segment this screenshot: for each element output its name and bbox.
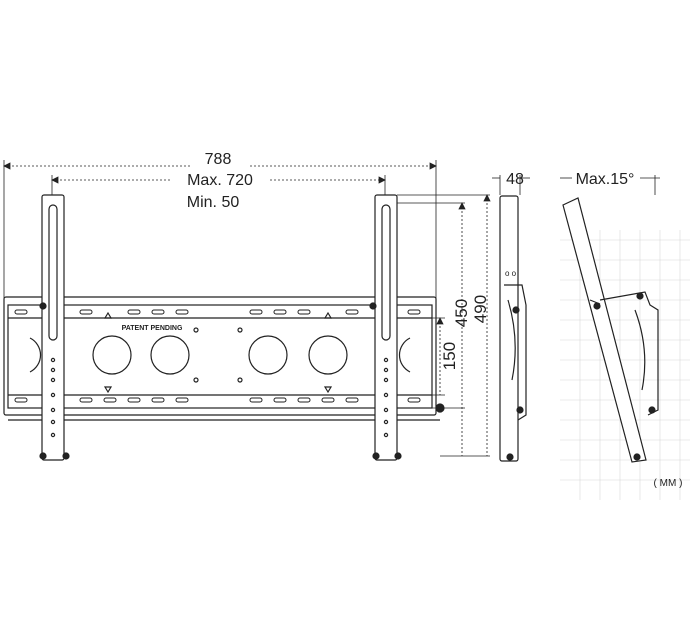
plate-label: PATENT PENDING [122,325,183,332]
wall-plate [3,296,440,421]
hole-offset-label: 150 [440,342,459,370]
svg-text:o o: o o [505,269,517,278]
left-vertical-arm [39,194,70,461]
depth-label: 48 [506,171,524,188]
side-view: o o [492,175,530,462]
tilted-view [560,175,660,463]
background-grid [560,230,690,500]
unit-label: ( MM ) [654,478,683,489]
overall-width-label: 788 [205,151,232,168]
height-dimensions [397,194,491,457]
right-vertical-arm [369,194,445,461]
height-outer-label: 490 [471,295,490,323]
height-inner-label: 450 [452,299,471,327]
tilt-angle-label: Max.15° [576,171,635,188]
max-spacing-label: Max. 720 [187,172,253,189]
front-view [3,160,491,461]
min-spacing-label: Min. 50 [187,194,240,211]
overall-width-dimension [3,160,437,300]
